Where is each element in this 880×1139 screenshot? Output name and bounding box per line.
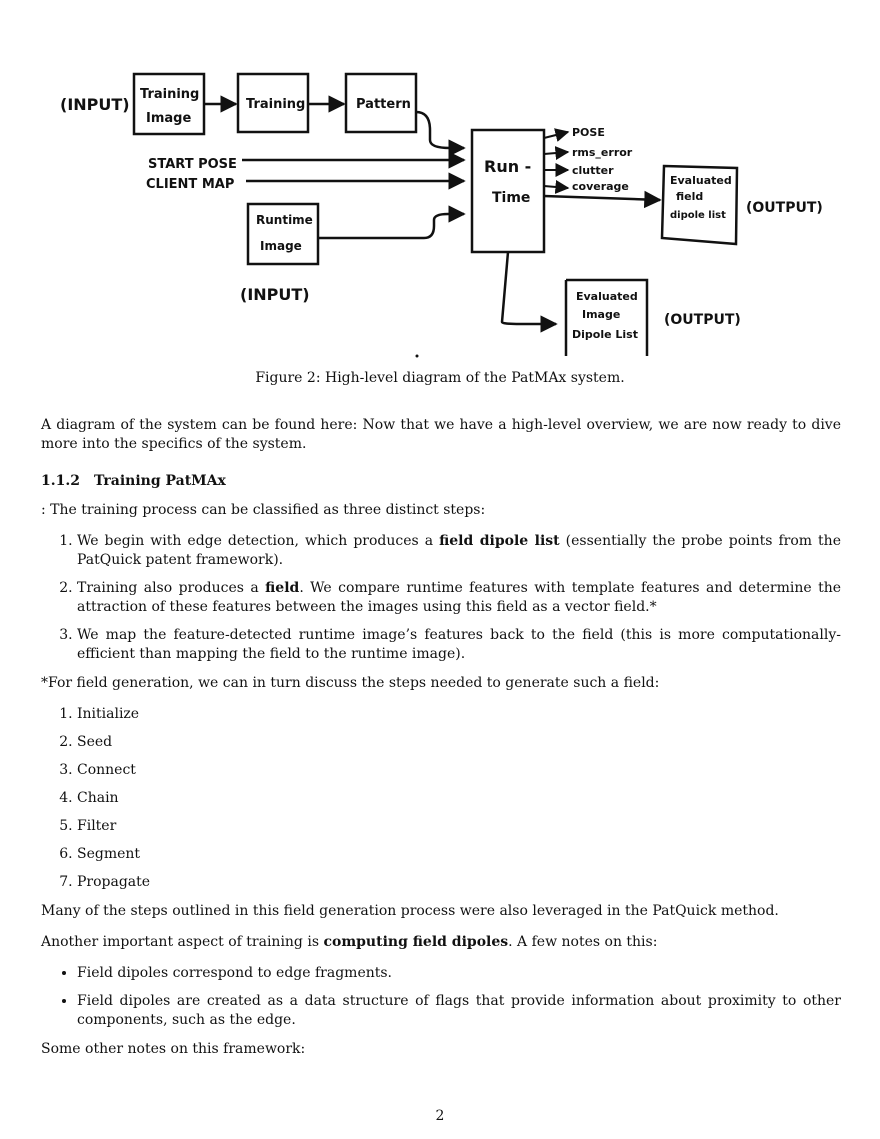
dipole-note: Field dipoles are created as a data stru… [77,992,841,1030]
dipoles-post: . A few notes on this: [508,934,658,950]
output-bottom-label: (OUTPUT) [664,312,741,328]
field-step: Filter [77,817,841,836]
start-pose-label: START POSE [148,157,237,172]
client-map-label: CLIENT MAP [146,177,234,192]
output-coverage: coverage [572,180,629,193]
eval-field-box [660,164,739,246]
body-text: A diagram of the system can be found her… [41,416,841,1071]
figure-caption: Figure 2: High-level diagram of the PatM… [255,370,625,386]
field-step: Initialize [77,705,841,724]
training-image-line1: Training [140,87,199,102]
output-clutter: clutter [572,164,614,177]
field-step: Connect [77,761,841,780]
arrow-pattern-to-runtime [415,110,466,157]
intro-paragraph: A diagram of the system can be found her… [41,417,841,452]
closing-paragraph: Some other notes on this framework: [41,1041,306,1057]
eval-field-line3: dipole list [670,210,726,221]
stray-mark [415,354,419,358]
training-box-label: Training [246,97,305,112]
arrow-out-coverage [543,179,570,194]
dipoles-bold: computing field dipoles [323,934,509,950]
output-rms-error: rms_error [572,146,633,159]
runtime-line1: Run - [484,157,531,176]
field-steps-list: Initialize Seed Connect Chain Filter Seg… [41,705,841,892]
dipole-note: Field dipoles correspond to edge fragmen… [77,964,841,983]
runtime-image-line2: Image [260,239,302,253]
dipole-notes-list: Field dipoles correspond to edge fragmen… [41,964,841,1030]
eval-image-box [564,278,649,356]
system-diagram: (INPUT) Training Image Training Pattern … [40,60,840,360]
page-number: 2 [435,1108,445,1124]
training-step: We map the feature-detected runtime imag… [77,626,841,664]
pattern-box [344,72,418,134]
leverage-note: Many of the steps outlined in this field… [41,903,779,919]
training-steps-list: We begin with edge detection, which prod… [41,532,841,664]
training-step: Training also produces a field. We compa… [77,579,841,617]
arrow-to-eval-field [543,190,662,209]
runtime-image-box [246,202,320,266]
training-step: We begin with edge detection, which prod… [77,532,841,570]
field-step: Propagate [77,873,841,892]
runtime-image-line1: Runtime [256,213,313,227]
training-intro: : The training process can be classified… [41,502,486,518]
pattern-box-label: Pattern [356,97,411,112]
arrow-runtime-image-to-runtime [318,205,466,240]
step-text-post: . We compare runtime features with templ… [77,580,841,615]
input-bottom-label: (INPUT) [240,285,310,304]
training-image-line2: Image [146,111,191,126]
field-step: Seed [77,733,841,752]
dipoles-paragraph: Another important aspect of training is … [41,933,841,952]
section-heading: 1.1.2 Training PatMAx [41,472,841,491]
runtime-line2: Time [492,190,530,206]
output-pose: POSE [572,126,605,139]
input-top-label: (INPUT) [60,95,130,114]
step-text-pre: We begin with edge detection, which prod… [77,533,440,549]
arrow-out-rms [543,146,570,161]
step-text-bold: field dipole list [439,533,560,549]
arrow-to-eval-image [500,251,558,333]
output-right-label: (OUTPUT) [746,200,823,216]
arrow-out-pose [543,128,570,142]
eval-image-line3: Dipole List [572,328,638,341]
system-diagram-svg: (INPUT) Training Image Training Pattern … [60,72,823,358]
step-text-post: (essentially the probe points from the P… [77,533,841,568]
field-intro: *For field generation, we can in turn di… [41,675,660,691]
step-text-pre: Training also produces a [77,580,266,596]
field-step: Segment [77,845,841,864]
section-title: Training PatMAx [93,473,226,489]
field-step: Chain [77,789,841,808]
section-number: 1.1.2 [41,473,80,489]
eval-image-line1: Evaluated [576,290,638,303]
dipoles-pre: Another important aspect of training is [41,934,324,950]
eval-image-line2: Image [582,308,620,321]
eval-field-line2: field [676,190,703,203]
step-text-bold: field [265,580,300,596]
step-text-pre: We map the feature-detected runtime imag… [77,627,841,662]
eval-field-line1: Evaluated [670,174,732,187]
